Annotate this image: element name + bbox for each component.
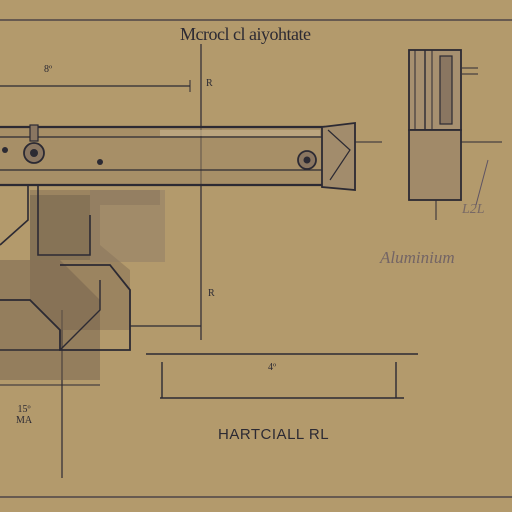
rivet-icon <box>97 159 103 165</box>
beam-end-cap <box>321 121 356 191</box>
bolt-right-center <box>303 156 311 164</box>
base-side-plate <box>90 190 165 262</box>
dimension-label-top-left: 8º <box>44 64 53 75</box>
bolt-left-center <box>30 149 38 157</box>
drawing-caption: HARTCIALL RL <box>218 426 330 443</box>
dimension-label-bottom: 4º <box>268 362 277 373</box>
bolt-left-shank <box>29 124 39 142</box>
side-view-plate <box>439 55 453 125</box>
post-edge-left <box>0 186 29 246</box>
base-outline <box>0 264 131 351</box>
base-block-shadow <box>0 190 160 330</box>
rivet-edge-icon <box>2 147 8 153</box>
dimension-label-middle-vertical: R <box>208 288 215 299</box>
side-view-pointer <box>475 159 489 206</box>
handwritten-note: Aluminium <box>380 248 455 267</box>
dimension-label-bottom-left-line1: 15º <box>17 404 31 415</box>
handwritten-note-small: L2L <box>462 202 485 217</box>
end-cap-detail <box>327 129 351 181</box>
base-post <box>30 195 90 260</box>
dimension-label-top-vertical: R <box>206 78 213 89</box>
dimension-label-bottom-left: 15º MA <box>16 404 32 426</box>
side-view-upper <box>408 49 462 131</box>
post-edge-right <box>37 186 91 256</box>
beam-highlight <box>160 130 320 136</box>
base-inner-edge <box>0 280 101 351</box>
dimension-label-bottom-left-line2: MA <box>16 415 33 426</box>
side-view-lower <box>408 129 462 201</box>
drawing-title: Mcrocl cl aiyohtate <box>180 24 311 44</box>
